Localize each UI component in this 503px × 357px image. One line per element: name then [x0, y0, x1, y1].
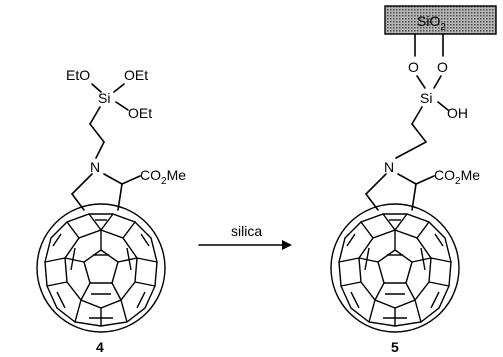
compound-number: 4 — [96, 339, 104, 355]
nitrogen-label: N — [384, 159, 394, 175]
fullerene-cage — [330, 203, 460, 333]
svg-text:SiO2: SiO2 — [417, 13, 446, 33]
fullerene-cage — [36, 203, 166, 333]
hydroxyl-label: OH — [447, 105, 468, 121]
compound-4: EtO OEt OEt Si N CO2Me 4 — [36, 67, 186, 355]
silica-support: SiO2 — [384, 5, 497, 35]
reagent-label: silica — [231, 223, 262, 239]
ester-label: CO2Me — [434, 167, 480, 187]
nitrogen-label: N — [90, 159, 100, 175]
ethoxy-label-2: OEt — [124, 67, 148, 83]
oxygen-label-right: O — [437, 59, 448, 75]
oxygen-label-left: O — [408, 59, 419, 75]
silicon-label: Si — [420, 90, 432, 106]
silicon-label: Si — [98, 90, 110, 106]
compound-5: SiO2 O O Si OH N CO2Me 5 — [330, 5, 497, 355]
ethoxy-label-1: EtO — [66, 67, 90, 83]
ethoxy-label-3: OEt — [128, 105, 152, 121]
ester-label: CO2Me — [140, 167, 186, 187]
compound-number: 5 — [391, 339, 399, 355]
reaction-arrow: silica — [198, 223, 292, 250]
